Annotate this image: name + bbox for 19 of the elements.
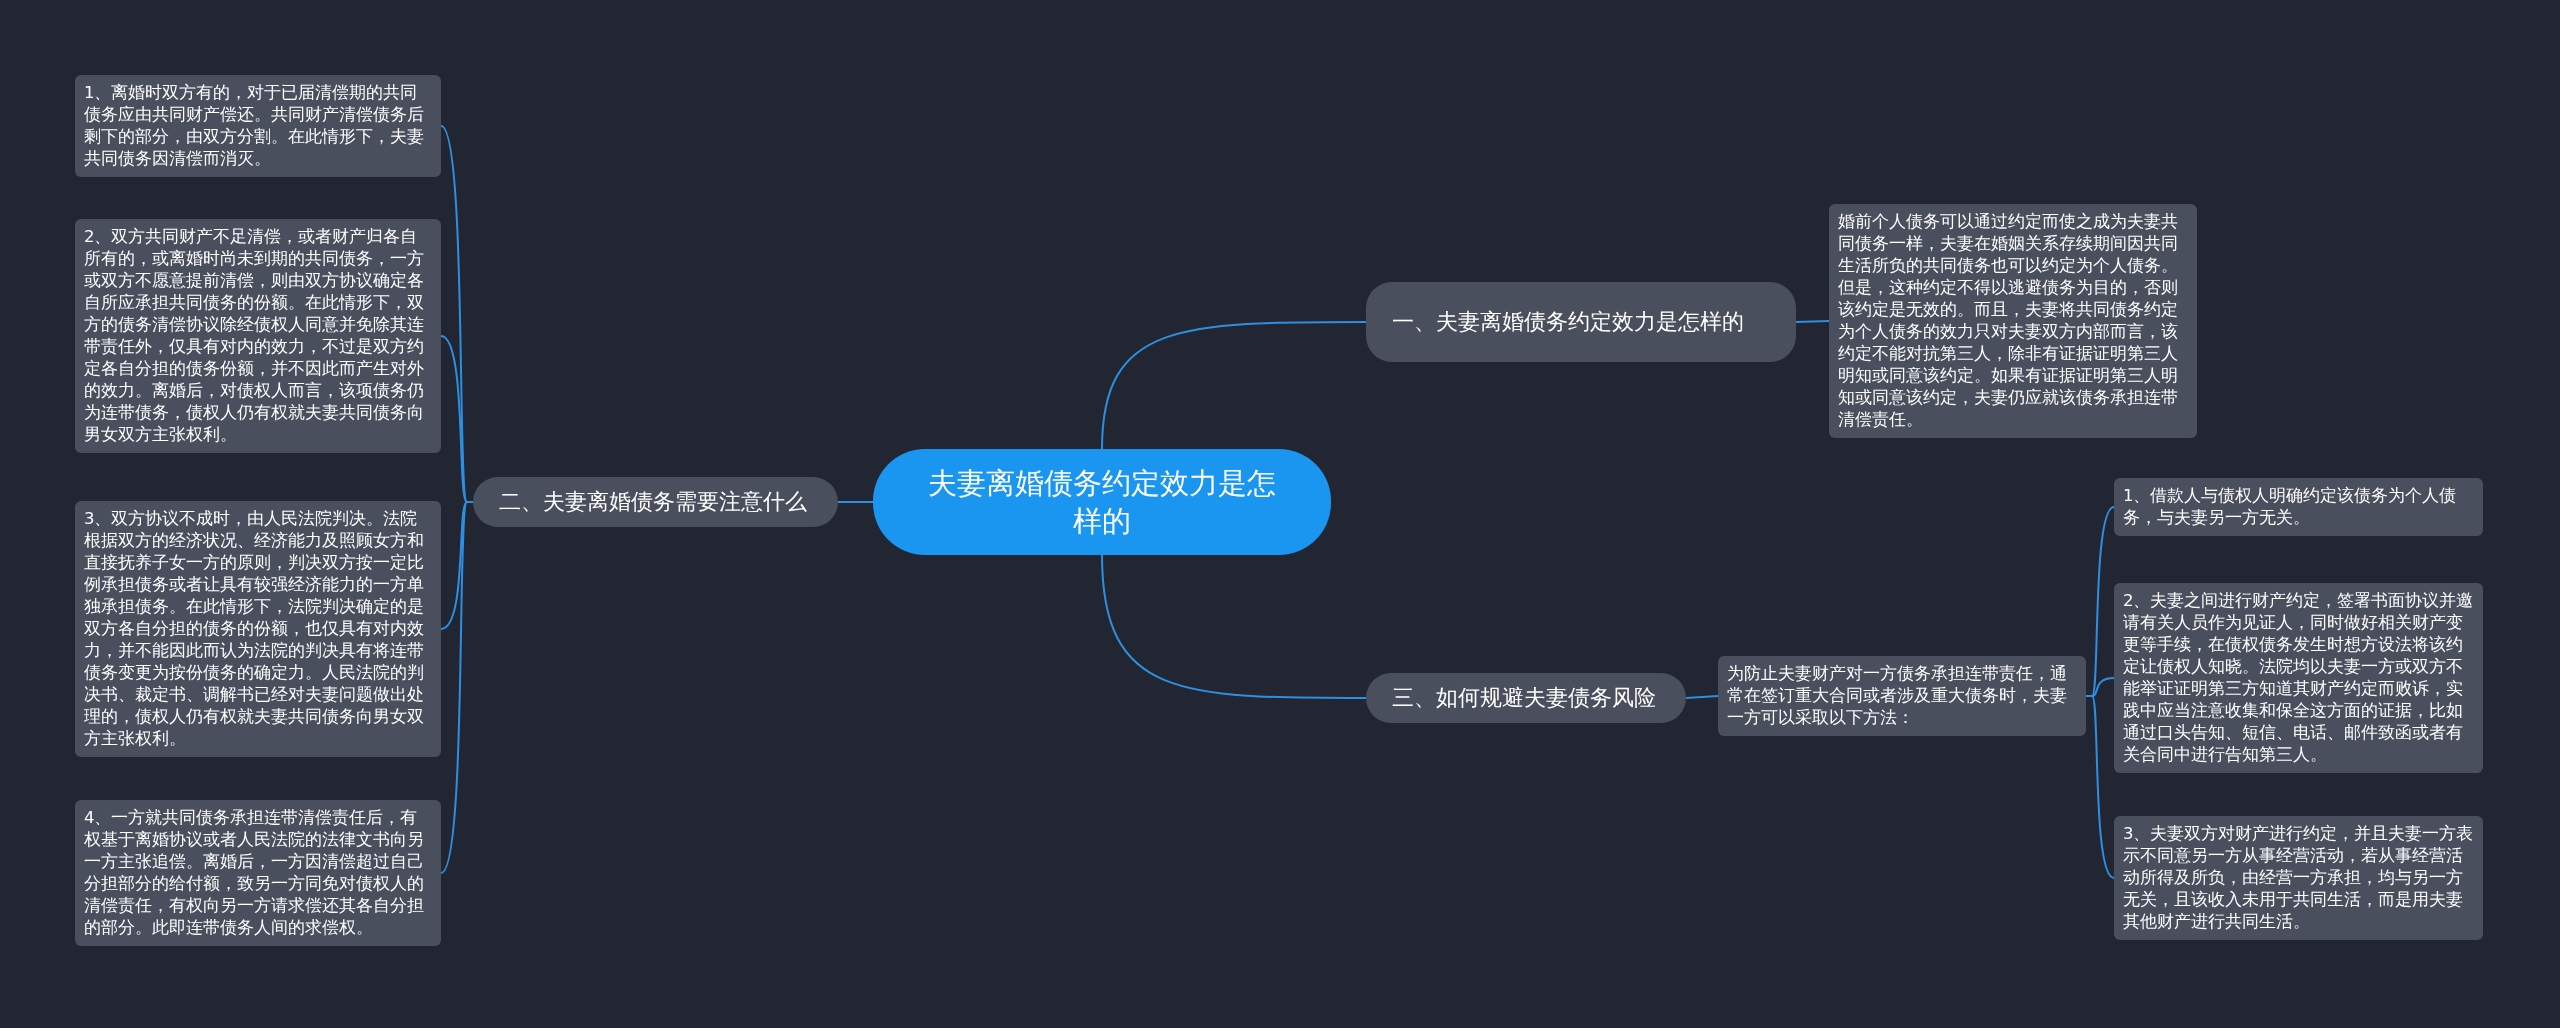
- connector-line: [1101, 554, 1367, 699]
- connector-line: [1795, 320, 1830, 323]
- note-card: 1、借款人与债权人明确约定该债务为个人债务，与夫妻另一方无关。: [2114, 478, 2483, 536]
- note-card: 2、双方共同财产不足清偿，或者财产归各自所有的，或离婚时尚未到期的共同债务，一方或双方不愿意提前清偿，则由双方协议确定各自所应承担共同债务的份额。在此情形下，双方的债务清偿协议除经债权人同意并免除其连带责任外，仅具有对内的效力，不过是双方约定各自分担的债务份额，并不因此而产生对外的效力。离婚后，对债权人而言，该项债务仍为连带债务，债权人仍有权就夫妻共同债务向男女双方主张权利。: [75, 219, 441, 453]
- connector-line: [1685, 695, 1719, 699]
- note-card: 1、离婚时双方有的，对于已届清偿期的共同债务应由共同财产偿还。共同财产清偿债务后剩下的部分，由双方分割。在此情形下，夫妻共同债务因清偿而消灭。: [75, 75, 441, 177]
- note-card: 为防止夫妻财产对一方债务承担连带责任，通常在签订重大合同或者涉及重大债务时，夫妻一方可以采取以下方法：: [1718, 656, 2086, 736]
- note-card: 4、一方就共同债务承担连带清偿责任后，有权基于离婚协议或者人民法院的法律文书向另一方主张追偿。离婚后，一方因清偿超过自己分担部分的给付额，致另一方同免对债权人的清偿责任，有权向另一方请求偿还其各自分担的部分。此即连带债务人间的求偿权。: [75, 800, 441, 946]
- note-card: 2、夫妻之间进行财产约定，签署书面协议并邀请有关人员作为见证人，同时做好相关财产变更等手续，在债权债务发生时想方设法将该约定让债权人知晓。法院均以夫妻一方或双方不能举证证明第三方知道其财产约定而败诉，实践中应当注意收集和保全这方面的证据，比如通过口头告知、短信、电话、邮件致函或者有关合同中进行告知第三人。: [2114, 583, 2483, 773]
- central-topic: 夫妻离婚债务约定效力是怎样的: [873, 449, 1331, 555]
- connector-line: [837, 501, 874, 503]
- note-card: 3、双方协议不成时，由人民法院判决。法院根据双方的经济状况、经济能力及照顾女方和直接抚养子女一方的原则，判决双方按一定比例承担债务或者让具有较强经济能力的一方单独承担债务。在此情形下，法院判决确定的是双方各自分担的债务的份额，也仅具有对内效力，并不能因此而认为法院的判决具有将连带债务变更为按份债务的确定力。人民法院的判决书、裁定书、调解书已经对夫妻问题做出处理的，债权人仍有权就夫妻共同债务向男女双方主张权利。: [75, 501, 441, 757]
- connector-line: [2085, 695, 2115, 879]
- branch-topic: 三、如何规避夫妻债务风险: [1366, 673, 1686, 723]
- note-card: 3、夫妻双方对财产进行约定，并且夫妻一方表示不同意另一方从事经营活动，若从事经营活动所得及所负，由经营一方承担，均与另一方无关，且该收入未用于共同生活，而是用夫妻其他财产进行共同生活。: [2114, 816, 2483, 940]
- branch-topic: 二、夫妻离婚债务需要注意什么: [473, 477, 838, 527]
- note-card: 婚前个人债务可以通过约定而使之成为夫妻共同债务一样，夫妻在婚姻关系存续期间因共同生活所负的共同债务也可以约定为个人债务。但是，这种约定不得以逃避债务为目的，否则该约定是无效的。而且，夫妻将共同债务约定为个人债务的效力只对夫妻双方内部而言，该约定不能对抗第三人，除非有证据证明第三人明知或同意该约定。如果有证据证明第三人明知或同意该约定，夫妻仍应就该债务承担连带清偿责任。: [1829, 204, 2197, 438]
- branch-topic: 一、夫妻离婚债务约定效力是怎样的: [1366, 282, 1796, 362]
- connector-line: [1101, 321, 1367, 450]
